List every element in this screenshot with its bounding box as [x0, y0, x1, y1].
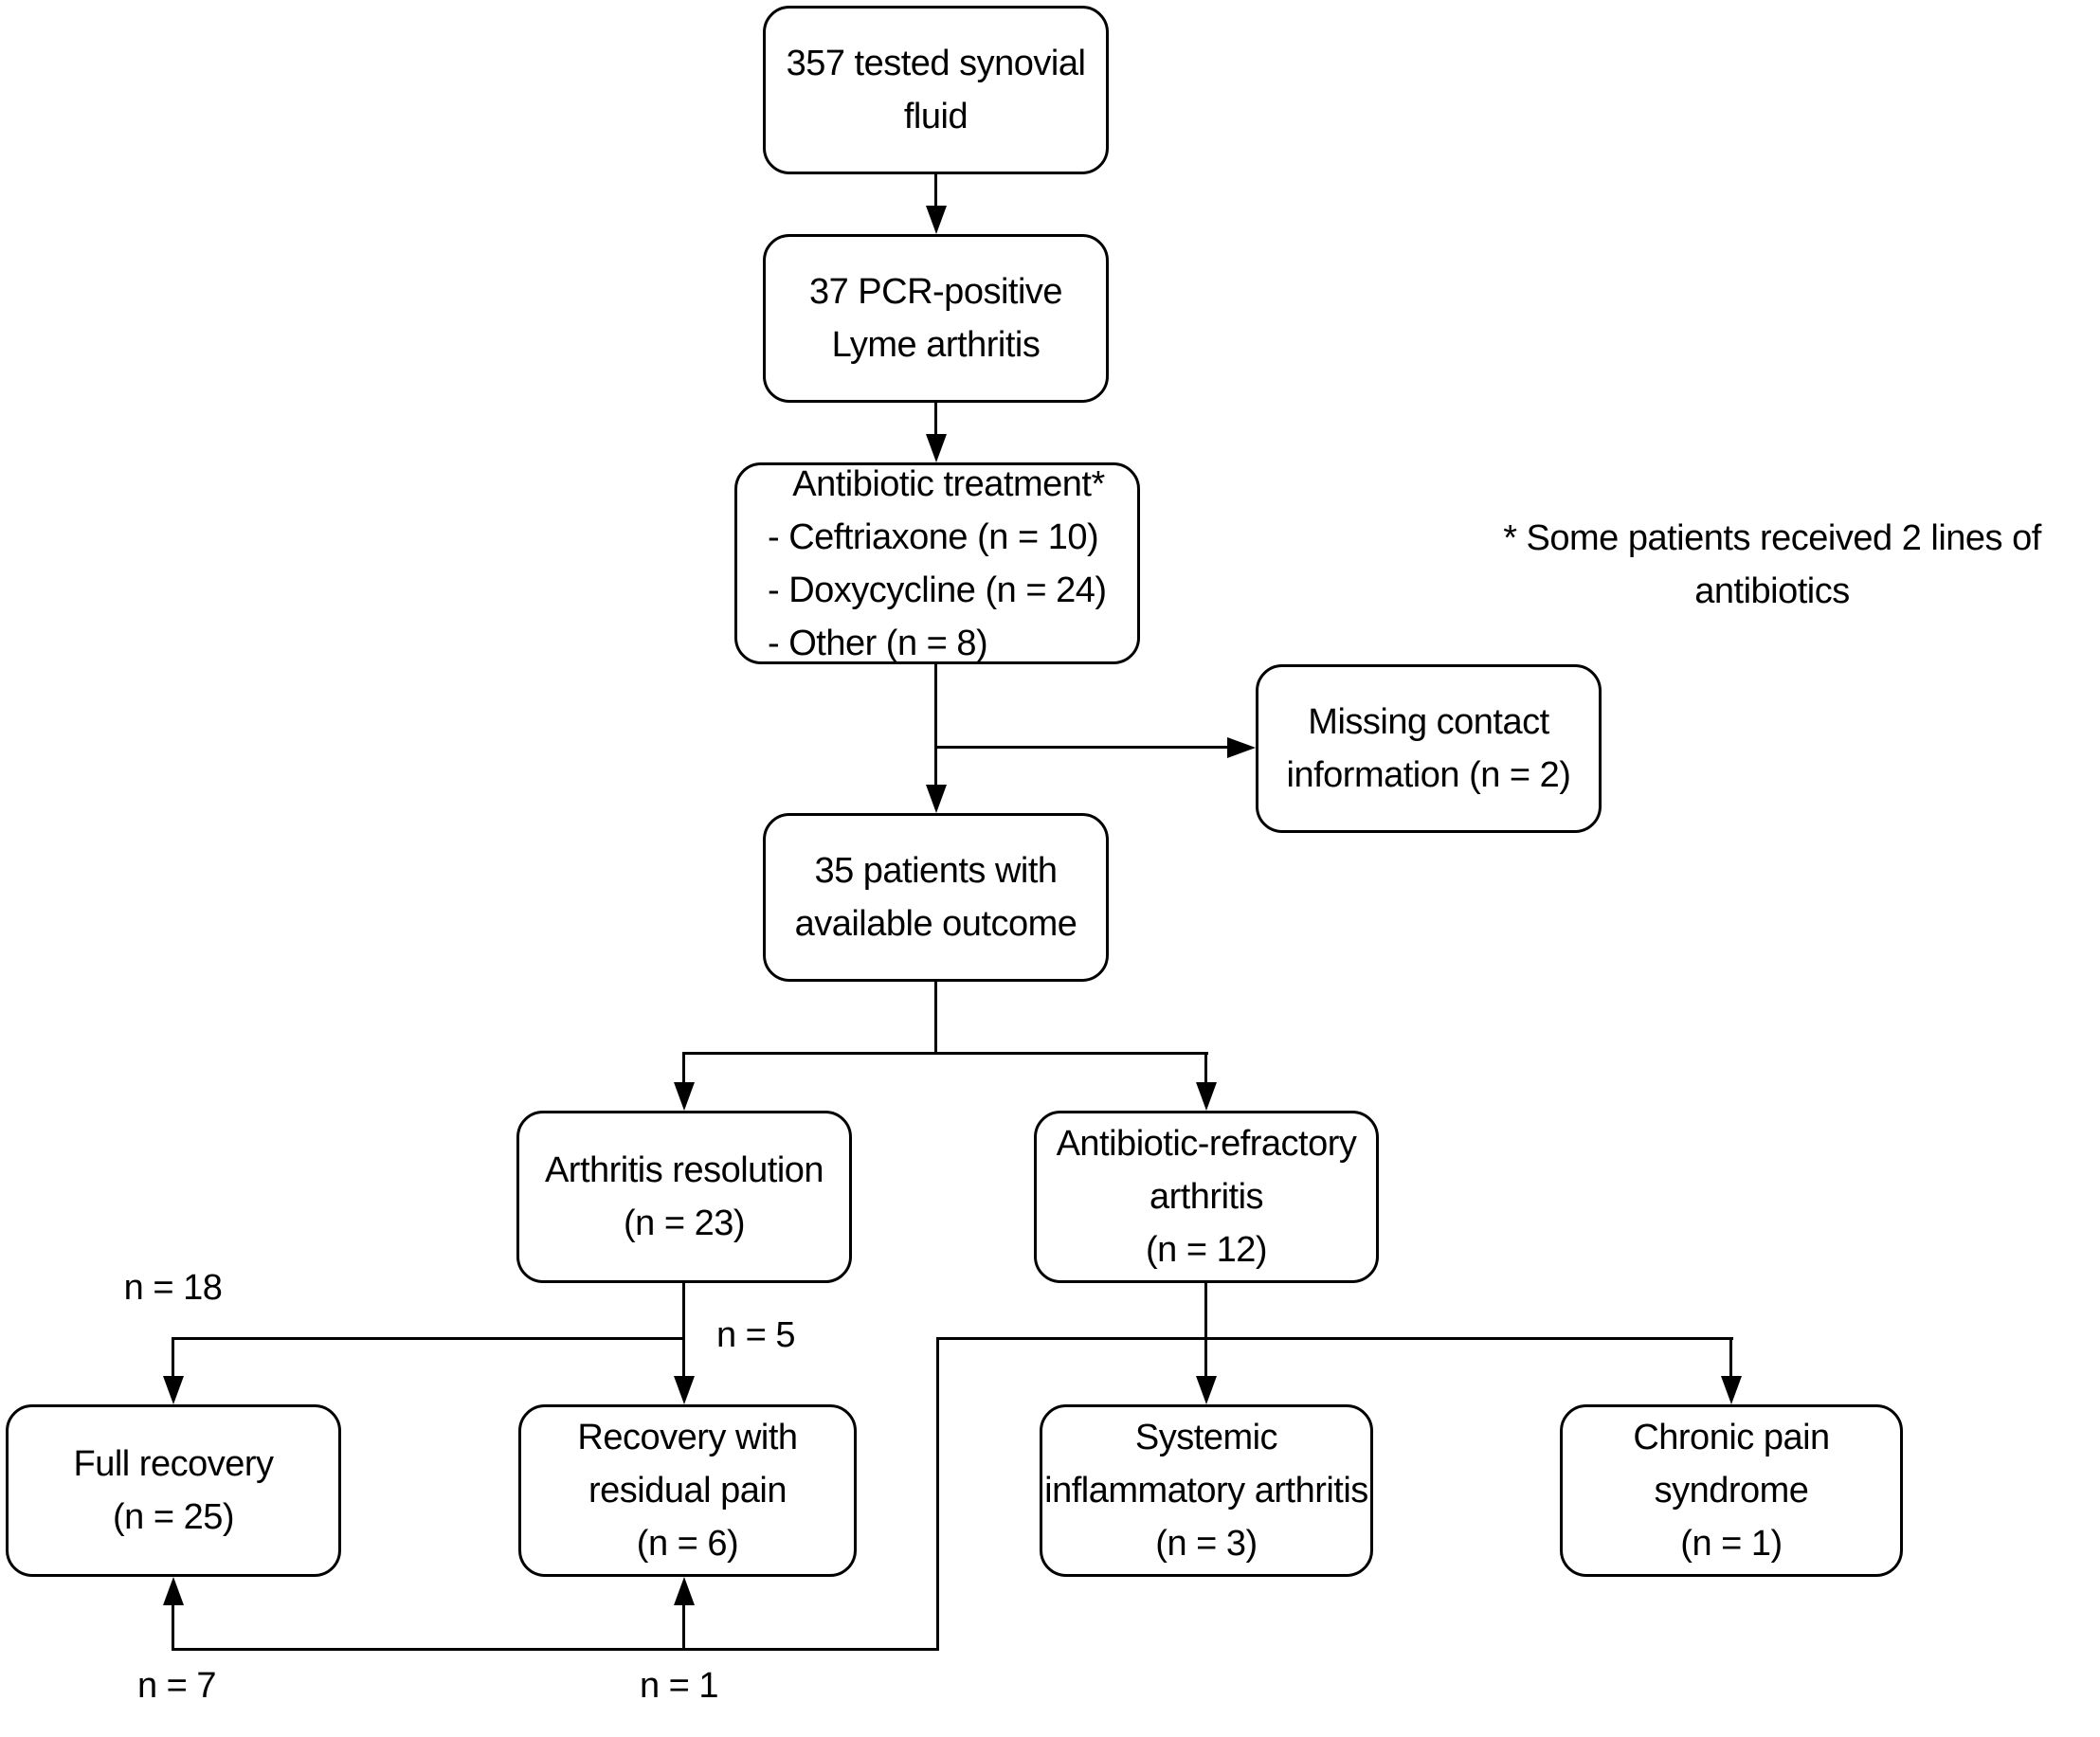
edge-split-to-refractory [1204, 1052, 1207, 1090]
footnote: * Some patients received 2 lines of anti… [1503, 518, 2041, 611]
edge-loopback-vertical [936, 1337, 939, 1651]
edge-outcome-split [682, 1052, 1208, 1055]
edge-resolution-stem [682, 1283, 685, 1340]
edge-loopback-to-residual [682, 1603, 685, 1651]
arrowhead-into-full-recovery [163, 1376, 184, 1404]
node-chronic-pain: Chronic pain syndrome (n = 1) [1560, 1404, 1903, 1577]
edge-to-systemic [1204, 1337, 1207, 1383]
node-357-tested-synovial-fluid: 357 tested synovial fluid [763, 6, 1109, 174]
arrowhead-into-refractory [1196, 1082, 1217, 1111]
node-full-recovery: Full recovery (n = 25) [6, 1404, 341, 1577]
node-text: Full recovery (n = 25) [73, 1444, 275, 1537]
arrowhead-up-into-residual [674, 1577, 695, 1605]
node-recovery-residual-pain: Recovery with residual pain (n = 6) [518, 1404, 857, 1577]
node-text: 37 PCR-positive Lyme arthritis [808, 272, 1063, 365]
edge-outcome-stem [934, 982, 937, 1055]
arrowhead-into-resolution [674, 1082, 695, 1111]
edge-refractory-split [936, 1337, 1733, 1340]
edge-loopback-horizontal [172, 1648, 939, 1651]
edge-pcr-to-antibiotic [934, 403, 937, 445]
node-text: 35 patients with available outcome [794, 851, 1077, 944]
arrowhead-into-pcr [926, 206, 947, 234]
edge-tested-to-pcr [934, 174, 937, 217]
edge-label-n7: n = 7 [136, 1666, 217, 1706]
node-text: Systemic inflammatory arthritis (n = 3) [1044, 1418, 1368, 1564]
edge-loopback-to-full-recovery [172, 1603, 174, 1651]
arrowhead-into-missing [1227, 737, 1256, 758]
node-37-pcr-positive: 37 PCR-positive Lyme arthritis [763, 234, 1109, 403]
arrowhead-into-systemic [1196, 1376, 1217, 1404]
edge-to-residual [682, 1337, 685, 1383]
node-text: Missing contact information (n = 2) [1286, 702, 1571, 795]
arrowhead-into-chronic [1721, 1376, 1742, 1404]
arrowhead-into-residual [674, 1376, 695, 1404]
antibiotic-item-other: - Other (n = 8) [768, 623, 988, 663]
node-text: Arthritis resolution (n = 23) [544, 1150, 824, 1243]
edge-to-chronic [1729, 1337, 1732, 1383]
node-text: Recovery with residual pain (n = 6) [577, 1418, 798, 1564]
edge-split-to-resolution [682, 1052, 685, 1090]
node-systemic-inflammatory: Systemic inflammatory arthritis (n = 3) [1040, 1404, 1373, 1577]
antibiotic-item-ceftriaxone: - Ceftriaxone (n = 10) [768, 516, 1099, 557]
edge-antibiotic-to-outcome [934, 664, 937, 792]
node-antibiotic-refractory: Antibiotic-refractory arthritis (n = 12) [1034, 1111, 1379, 1283]
edge-resolution-split [172, 1337, 685, 1340]
arrowhead-into-outcome [926, 785, 947, 813]
node-text: Antibiotic-refractory arthritis (n = 12) [1056, 1124, 1357, 1270]
edge-branch-to-missing [936, 746, 1232, 749]
edge-label-n18: n = 18 [123, 1268, 223, 1308]
arrowhead-into-antibiotic [926, 434, 947, 462]
node-missing-contact: Missing contact information (n = 2) [1256, 664, 1602, 833]
node-text: Chronic pain syndrome (n = 1) [1633, 1418, 1830, 1564]
arrowhead-up-into-full-recovery [163, 1577, 184, 1605]
node-antibiotic-treatment: Antibiotic treatment* - Ceftriaxone (n =… [734, 462, 1140, 664]
node-text: 357 tested synovial fluid [786, 44, 1086, 136]
edge-label-n5: n = 5 [715, 1315, 796, 1355]
node-35-patients-outcome: 35 patients with available outcome [763, 813, 1109, 982]
edge-refractory-stem [1204, 1283, 1207, 1340]
antibiotic-item-doxycycline: - Doxycycline (n = 24) [768, 570, 1107, 610]
node-arthritis-resolution: Arthritis resolution (n = 23) [516, 1111, 852, 1283]
edge-label-n1: n = 1 [639, 1666, 719, 1706]
edge-to-full-recovery [172, 1337, 174, 1383]
antibiotic-title: Antibiotic treatment* [792, 463, 1105, 504]
